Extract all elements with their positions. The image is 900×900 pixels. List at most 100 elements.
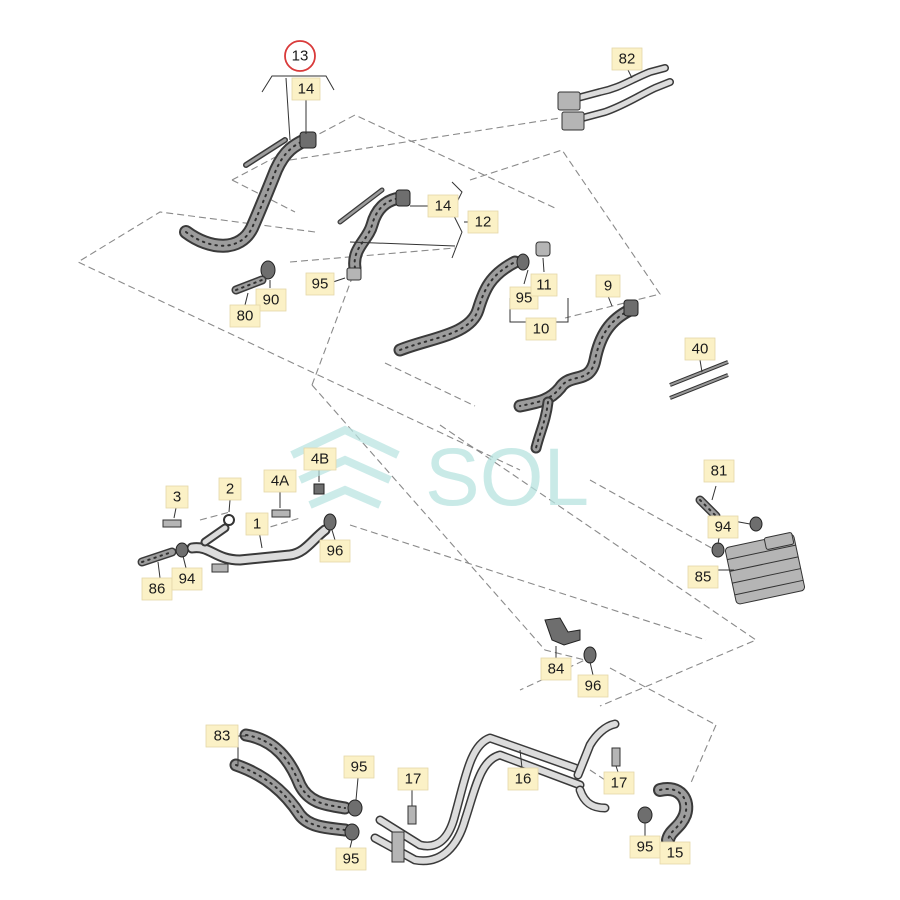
hose-13-connector-icon [299, 131, 317, 149]
pipe-82-flange-icon [561, 111, 585, 131]
callout-80[interactable]: 80 [229, 304, 261, 328]
callout-95a[interactable]: 95 [305, 272, 335, 296]
bolt-4a [271, 509, 291, 518]
callout-96a[interactable]: 96 [319, 539, 351, 563]
callout-label: 86 [149, 581, 166, 598]
callout-label: 94 [715, 519, 732, 536]
callout-14a[interactable]: 14 [291, 77, 321, 101]
clamp-icon [637, 806, 653, 824]
callout-9[interactable]: 9 [595, 274, 621, 298]
hose-15 [653, 782, 694, 847]
assembly-guide-lines [76, 114, 758, 791]
callout-3[interactable]: 3 [165, 485, 189, 509]
callout-95c[interactable]: 95 [343, 755, 375, 779]
callout-label: 81 [711, 463, 728, 480]
callout-2[interactable]: 2 [218, 477, 242, 501]
callout-40[interactable]: 40 [684, 337, 716, 361]
callout-11[interactable]: 11 [530, 273, 558, 297]
callout-90[interactable]: 90 [255, 288, 287, 312]
callout-label: 1 [253, 516, 261, 533]
hose-12-connector-icon [395, 189, 411, 207]
callout-label: 96 [585, 678, 602, 695]
callout-label: 80 [237, 308, 254, 325]
callout-label: 12 [475, 214, 492, 231]
callout-label: 3 [173, 489, 181, 506]
oil-cooler-85 [724, 532, 806, 605]
hose-12 [337, 187, 411, 275]
seal-ring-icon [175, 542, 189, 558]
callout-10[interactable]: 10 [525, 317, 557, 341]
pipe-82-flange-icon [557, 91, 581, 111]
watermark-logo-icon [298, 455, 392, 484]
clamp-95-upper [346, 267, 362, 281]
valve-icon [544, 617, 581, 646]
seal-ring-icon [749, 516, 763, 532]
callout-label: 15 [667, 845, 684, 862]
callout-94a[interactable]: 94 [171, 567, 203, 591]
pipe-16-bracket-icon [391, 831, 405, 863]
hose-9 [513, 299, 639, 454]
callout-96b[interactable]: 96 [577, 674, 609, 698]
callout-label: 13 [292, 48, 309, 65]
oring-2 [223, 514, 235, 526]
clamp-icon [347, 799, 363, 817]
bolt-17-left [407, 805, 417, 825]
callout-label: 94 [179, 571, 196, 588]
clamp-icon [344, 823, 360, 841]
nut-icon [313, 483, 325, 495]
clamps-95-lower-left [344, 799, 363, 841]
callout-12[interactable]: 12 [467, 210, 499, 234]
callout-label: 90 [263, 292, 280, 309]
callout-label: 14 [298, 81, 315, 98]
callout-82[interactable]: 82 [611, 47, 643, 71]
clamp-icon [516, 253, 530, 271]
callout-15[interactable]: 15 [659, 841, 691, 865]
pipe-1 [186, 523, 331, 573]
watermark-logo-icon [308, 485, 382, 509]
callout-13[interactable]: 13 [284, 40, 316, 72]
clamp-95-mid [516, 253, 530, 271]
callout-17a[interactable]: 17 [397, 767, 429, 791]
hose-83 [229, 728, 352, 837]
callout-label: 84 [548, 661, 565, 678]
sleeve-81 [695, 495, 721, 521]
seal-ring-icon [583, 646, 597, 664]
plug-icon [535, 241, 551, 257]
callout-label: 83 [214, 728, 231, 745]
callout-16[interactable]: 16 [507, 767, 539, 791]
callout-95d[interactable]: 95 [335, 847, 367, 871]
callout-label: 2 [226, 481, 234, 498]
seal-90 [260, 260, 276, 280]
callout-label: 95 [312, 276, 329, 293]
bolt-icon [611, 747, 621, 767]
callout-label: 14 [435, 198, 452, 215]
watermark-text: SOL [425, 432, 589, 523]
bolt-icon [407, 805, 417, 825]
callout-4a[interactable]: 4A [263, 469, 297, 493]
hose-13 [179, 131, 317, 253]
callout-86[interactable]: 86 [141, 577, 173, 601]
callout-17b[interactable]: 17 [603, 771, 635, 795]
callout-label: 4A [271, 473, 289, 490]
callout-14b[interactable]: 14 [427, 194, 459, 218]
callout-81[interactable]: 81 [703, 459, 735, 483]
callouts: 13 14 82 14 12 95 90 80 [141, 40, 739, 871]
callout-4b[interactable]: 4B [303, 447, 337, 471]
callout-85[interactable]: 85 [687, 565, 719, 589]
seal-96-right [583, 646, 597, 664]
seal-ring-icon [323, 513, 337, 531]
seal-96-left [323, 513, 337, 531]
o-ring-icon [223, 514, 235, 526]
callout-84[interactable]: 84 [540, 657, 572, 681]
callout-1[interactable]: 1 [245, 512, 269, 536]
callout-label: 95 [637, 839, 654, 856]
callout-label: 95 [351, 759, 368, 776]
callout-label: 96 [327, 543, 344, 560]
callout-83[interactable]: 83 [205, 724, 239, 748]
callout-95e[interactable]: 95 [629, 835, 661, 859]
sleeve-86 [137, 547, 177, 567]
callout-94b[interactable]: 94 [707, 515, 739, 539]
hose-9-connector-icon [623, 299, 639, 317]
callout-label: 95 [516, 290, 533, 307]
